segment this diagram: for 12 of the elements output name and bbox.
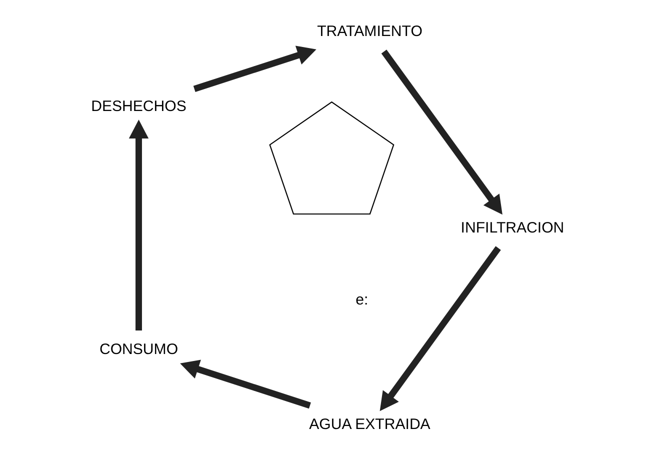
- arrow: [380, 50, 502, 215]
- node-text: TRATAMIENTO: [316, 22, 422, 40]
- node-text: AGUA EXTRAIDA: [308, 416, 430, 433]
- label: e:: [355, 292, 368, 309]
- arrow: [192, 46, 316, 92]
- node-text: DESHECHOS: [90, 98, 186, 116]
- arrow: [180, 360, 310, 409]
- node-text: INFILTRACION: [460, 219, 564, 236]
- node-pentagon: [268, 101, 394, 215]
- arrow: [128, 120, 148, 330]
- arrow: [379, 246, 500, 412]
- node-text: CONSUMO: [98, 340, 178, 358]
